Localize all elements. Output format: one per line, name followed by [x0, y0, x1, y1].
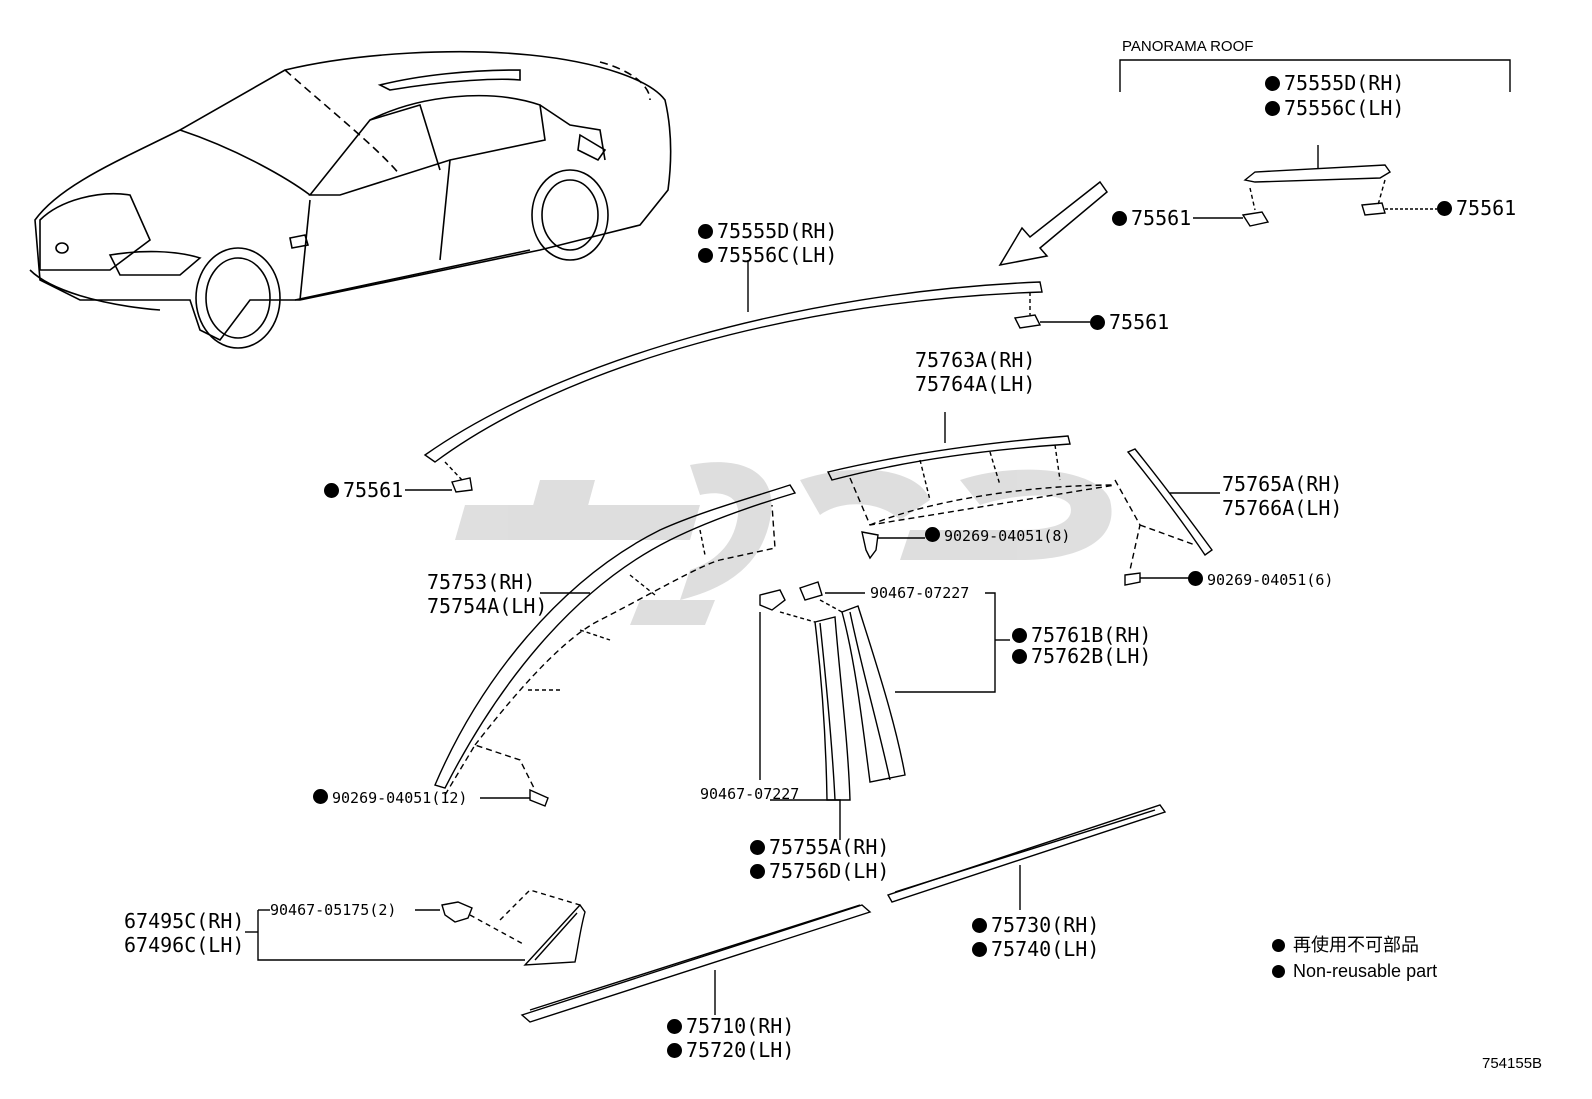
center-pillar-garnish	[759, 581, 1010, 840]
non-reusable-icon	[1272, 965, 1285, 978]
non-reusable-icon	[925, 527, 940, 542]
part-label-center-pillar-rh[interactable]: 75761B(RH)	[1012, 624, 1151, 646]
non-reusable-icon	[698, 224, 713, 239]
part-label-rear-upper-lh[interactable]: 75764A(LH)	[915, 372, 1036, 396]
part-label-quarter-cover-lh[interactable]: 67496C(LH)	[124, 933, 245, 957]
non-reusable-icon	[1265, 101, 1280, 116]
part-label-clip-8[interactable]: 90269-04051(8)	[925, 527, 1070, 545]
part-label-pano-rh[interactable]: 75555D(RH)	[1265, 72, 1404, 94]
legend-english: Non-reusable part	[1272, 960, 1437, 982]
non-reusable-icon	[750, 864, 765, 879]
part-label-roof-clip-left[interactable]: 75561	[324, 479, 403, 501]
panorama-roof-bracket	[1119, 59, 1511, 92]
quarter-window-cover	[245, 889, 586, 966]
part-label-rear-upper-rh[interactable]: 75763A(RH)	[915, 348, 1036, 372]
part-label-roof-lh[interactable]: 75556C(LH)	[698, 244, 837, 266]
part-label-clip-12[interactable]: 90269-04051(12)	[313, 789, 467, 807]
non-reusable-icon	[972, 918, 987, 933]
door-frame-molding	[434, 484, 797, 807]
part-label-rear-side-lh[interactable]: 75766A(LH)	[1222, 496, 1343, 520]
part-label-rear-belt-lh[interactable]: 75740(LH)	[972, 938, 1099, 960]
non-reusable-icon	[750, 840, 765, 855]
non-reusable-icon	[313, 789, 328, 804]
non-reusable-icon	[1112, 211, 1127, 226]
part-label-clip-05175[interactable]: 90467-05175(2)	[270, 901, 397, 919]
part-label-center-pillar-lh[interactable]: 75762B(LH)	[1012, 645, 1151, 667]
roof-molding	[405, 260, 1090, 493]
front-belt-molding	[520, 904, 872, 1023]
direction-arrow	[998, 180, 1109, 267]
part-label-front-pillar-lh[interactable]: 75756D(LH)	[750, 860, 889, 882]
non-reusable-icon	[972, 942, 987, 957]
non-reusable-icon	[1188, 571, 1203, 586]
non-reusable-icon	[667, 1043, 682, 1058]
panorama-roof-label: PANORAMA ROOF	[1122, 38, 1254, 55]
non-reusable-icon	[698, 248, 713, 263]
part-label-quarter-cover-rh[interactable]: 67495C(RH)	[124, 909, 245, 933]
part-label-roof-clip-right[interactable]: 75561	[1090, 311, 1169, 333]
part-label-pano-clip-left[interactable]: 75561	[1112, 207, 1191, 229]
non-reusable-icon	[1437, 201, 1452, 216]
part-label-front-pillar-rh[interactable]: 75755A(RH)	[750, 836, 889, 858]
non-reusable-icon	[324, 483, 339, 498]
part-label-clip-90467-lower[interactable]: 90467-07227	[700, 785, 800, 803]
non-reusable-icon	[1272, 939, 1285, 952]
non-reusable-icon	[667, 1019, 682, 1034]
panorama-roof-molding	[1193, 145, 1437, 227]
rear-upper-molding	[826, 412, 1116, 560]
car-illustration	[29, 50, 672, 349]
part-label-pano-lh[interactable]: 75556C(LH)	[1265, 97, 1404, 119]
non-reusable-icon	[1012, 649, 1027, 664]
part-label-clip-90467-upper[interactable]: 90467-07227	[870, 584, 970, 602]
part-label-clip-6[interactable]: 90269-04051(6)	[1188, 571, 1333, 589]
non-reusable-icon	[1090, 315, 1105, 330]
diagram-id: 754155B	[1482, 1055, 1543, 1072]
watermark-logo	[455, 462, 1112, 625]
part-label-door-frame-lh[interactable]: 75754A(LH)	[427, 594, 548, 618]
part-label-rear-belt-rh[interactable]: 75730(RH)	[972, 914, 1099, 936]
non-reusable-icon	[1265, 76, 1280, 91]
part-label-front-belt-lh[interactable]: 75720(LH)	[667, 1039, 794, 1061]
part-label-front-belt-rh[interactable]: 75710(RH)	[667, 1015, 794, 1037]
legend-japanese: 再使用不可部品	[1272, 934, 1419, 956]
part-label-pano-clip-right[interactable]: 75561	[1437, 197, 1516, 219]
rear-side-molding	[1114, 448, 1220, 586]
rear-belt-molding	[886, 804, 1167, 910]
non-reusable-icon	[1012, 628, 1027, 643]
part-label-rear-side-rh[interactable]: 75765A(RH)	[1222, 472, 1343, 496]
part-label-door-frame-rh[interactable]: 75753(RH)	[427, 570, 536, 594]
part-label-roof-rh[interactable]: 75555D(RH)	[698, 220, 837, 242]
